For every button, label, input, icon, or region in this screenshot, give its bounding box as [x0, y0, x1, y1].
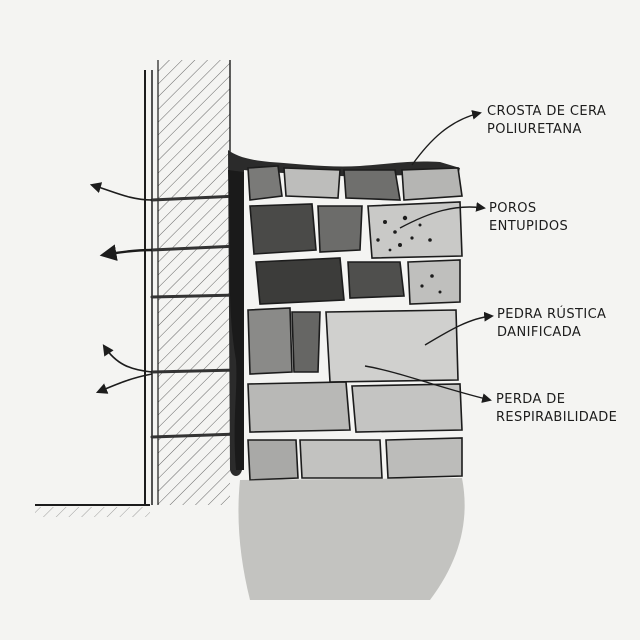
label-damaged-stone-line2: DANIFICADA [497, 325, 582, 340]
moisture-arrow-3 [102, 344, 153, 373]
moisture-arrow-1 [89, 182, 153, 201]
label-damaged-stone-line1: PEDRA RÚSTICA [497, 307, 607, 322]
label-wax-crust-line2: POLIURETANA [487, 122, 582, 137]
label-clogged-pores-line2: ENTUPIDOS [489, 219, 569, 234]
leader-pedra [424, 311, 494, 346]
leader-perda [364, 365, 492, 403]
label-breathability-loss-line1: PERDA DE [496, 392, 566, 407]
moisture-arrows [89, 182, 153, 394]
label-damaged-stone: PEDRA RÚSTICA DANIFICADA [497, 306, 606, 342]
label-breathability-loss: PERDA DE RESPIRABILIDADE [496, 391, 617, 427]
pores [376, 215, 442, 294]
moisture-arrow-4 [95, 373, 153, 394]
stone-blocks [247, 165, 463, 481]
wall-core [144, 60, 231, 505]
label-wax-crust-line1: CROSTA DE CERA [487, 104, 607, 119]
moisture-arrow-2 [99, 244, 153, 261]
label-clogged-pores: POROS ENTUPIDOS [489, 200, 568, 236]
label-clogged-pores-line1: POROS [489, 201, 537, 216]
shadow-wash [238, 478, 465, 600]
leader-crosta [411, 110, 482, 166]
leader-poros [399, 202, 486, 229]
floor-line [35, 504, 150, 517]
label-wax-crust: CROSTA DE CERA POLIURETANA [487, 103, 606, 139]
label-breathability-loss-line2: RESPIRABILIDADE [496, 410, 618, 425]
leader-arrows [364, 110, 494, 403]
wax-drip [228, 170, 244, 470]
mortar-joints [150, 194, 240, 439]
